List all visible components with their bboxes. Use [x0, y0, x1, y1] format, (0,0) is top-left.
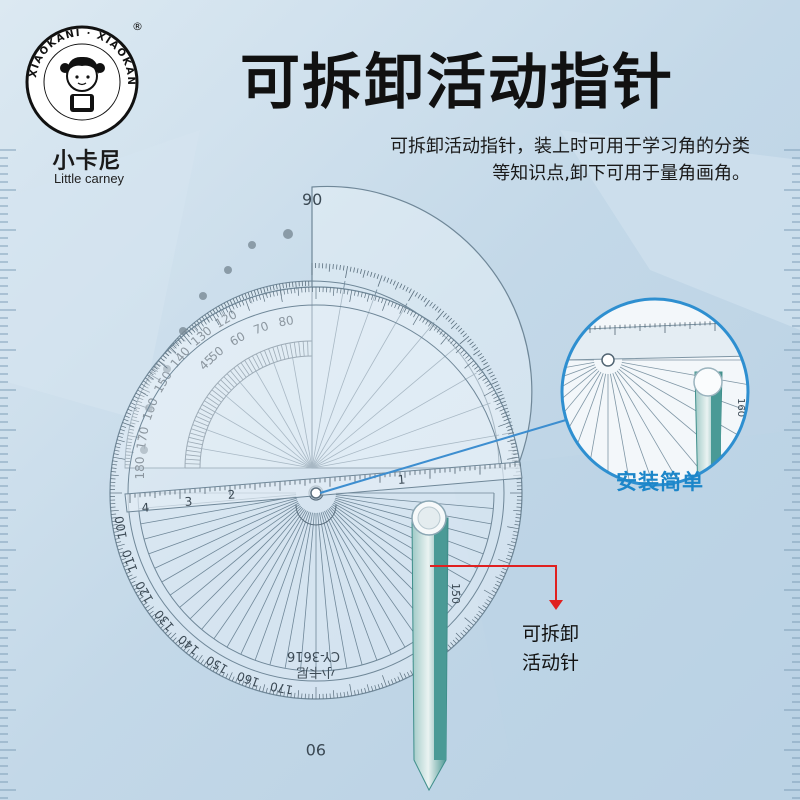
ruler-mark-3: 3 [184, 494, 193, 509]
lower-label-100: 100 [112, 515, 130, 540]
zoom-leader-line [319, 419, 567, 494]
pointer-callout: 可拆卸 活动针 [522, 620, 612, 678]
ruler-mark-1: 1 [397, 472, 406, 487]
ruler-bar: 1 2 3 4 [124, 461, 523, 515]
ruler-mark-2: 2 [227, 487, 236, 502]
callout-arrow [430, 565, 563, 610]
description: 可拆卸活动指针，装上时可用于学习角的分类 等知识点,卸下可用于量角画角。 [262, 133, 762, 187]
detachable-pointer: 150 [411, 500, 462, 792]
callout-line-2: 活动针 [522, 652, 580, 674]
zoom-detail: 160 [560, 297, 750, 487]
zoom-label: 安装简单 [616, 470, 704, 494]
registered-mark: ® [132, 20, 142, 33]
description-line-1: 可拆卸活动指针，装上时可用于学习角的分类 [390, 136, 750, 157]
pointer-scale-150: 150 [449, 583, 462, 604]
inner-label-60: 60 [227, 329, 247, 349]
brand-logo: XIAOKANI · XIAOKANI ® [22, 16, 142, 139]
headline: 可拆卸活动指针 [240, 48, 674, 118]
inner-label-70: 70 [251, 319, 270, 337]
brand-name: 小卡尼 [52, 149, 122, 174]
ruler-mark-4: 4 [141, 500, 150, 515]
protractor-brand-mark: 小卡尼 [296, 664, 335, 679]
scale-label-180: 180 [133, 457, 147, 480]
zoom-scale-160: 160 [735, 398, 746, 417]
inner-label-80: 80 [277, 313, 294, 329]
half-circle-protractor: 1201301401501601701808070605045 90 [124, 185, 533, 480]
callout-line-1: 可拆卸 [522, 623, 580, 645]
model-number: CY-3616 [287, 648, 340, 663]
description-line-2: 等知识点,卸下可用于量角画角。 [492, 163, 750, 184]
lower-label-170: 170 [269, 679, 294, 697]
top-label-90: 90 [302, 190, 322, 209]
bottom-label-90: 90 [306, 740, 326, 759]
brand-name-en: Little carney [53, 171, 125, 186]
